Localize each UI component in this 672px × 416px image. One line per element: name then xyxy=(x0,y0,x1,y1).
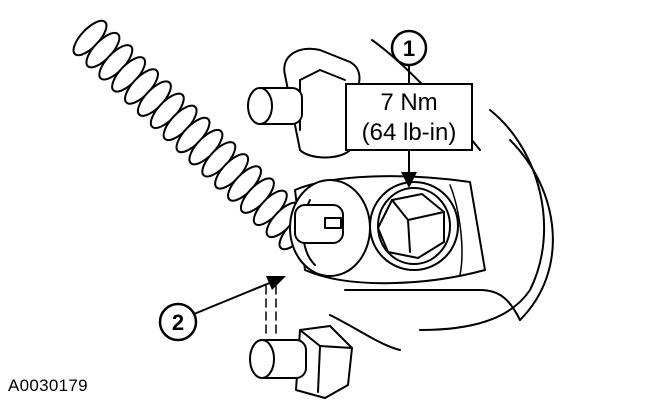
lower-hex-bolt xyxy=(249,325,353,399)
figure-id: A0030179 xyxy=(8,376,88,395)
callout-2-arrowhead xyxy=(266,276,286,290)
torque-spec-box xyxy=(345,83,473,151)
mounting-hex-bolt xyxy=(369,181,459,271)
callout-1-circle xyxy=(390,29,428,67)
callout-2: 2 xyxy=(158,276,286,342)
callout-1: 7 Nm (64 lb-in) 1 xyxy=(345,29,473,188)
center-lines xyxy=(265,285,277,337)
callout-1-arrowhead xyxy=(401,172,417,188)
callout-2-number: 2 xyxy=(172,310,184,335)
callout-1-number: 1 xyxy=(403,36,415,61)
wiring-harness xyxy=(72,19,314,251)
upper-hex-bolt xyxy=(247,47,361,159)
torque-imperial: (64 lb-in) xyxy=(362,119,457,146)
torque-metric: 7 Nm xyxy=(380,89,437,116)
callout-2-circle xyxy=(158,302,198,342)
